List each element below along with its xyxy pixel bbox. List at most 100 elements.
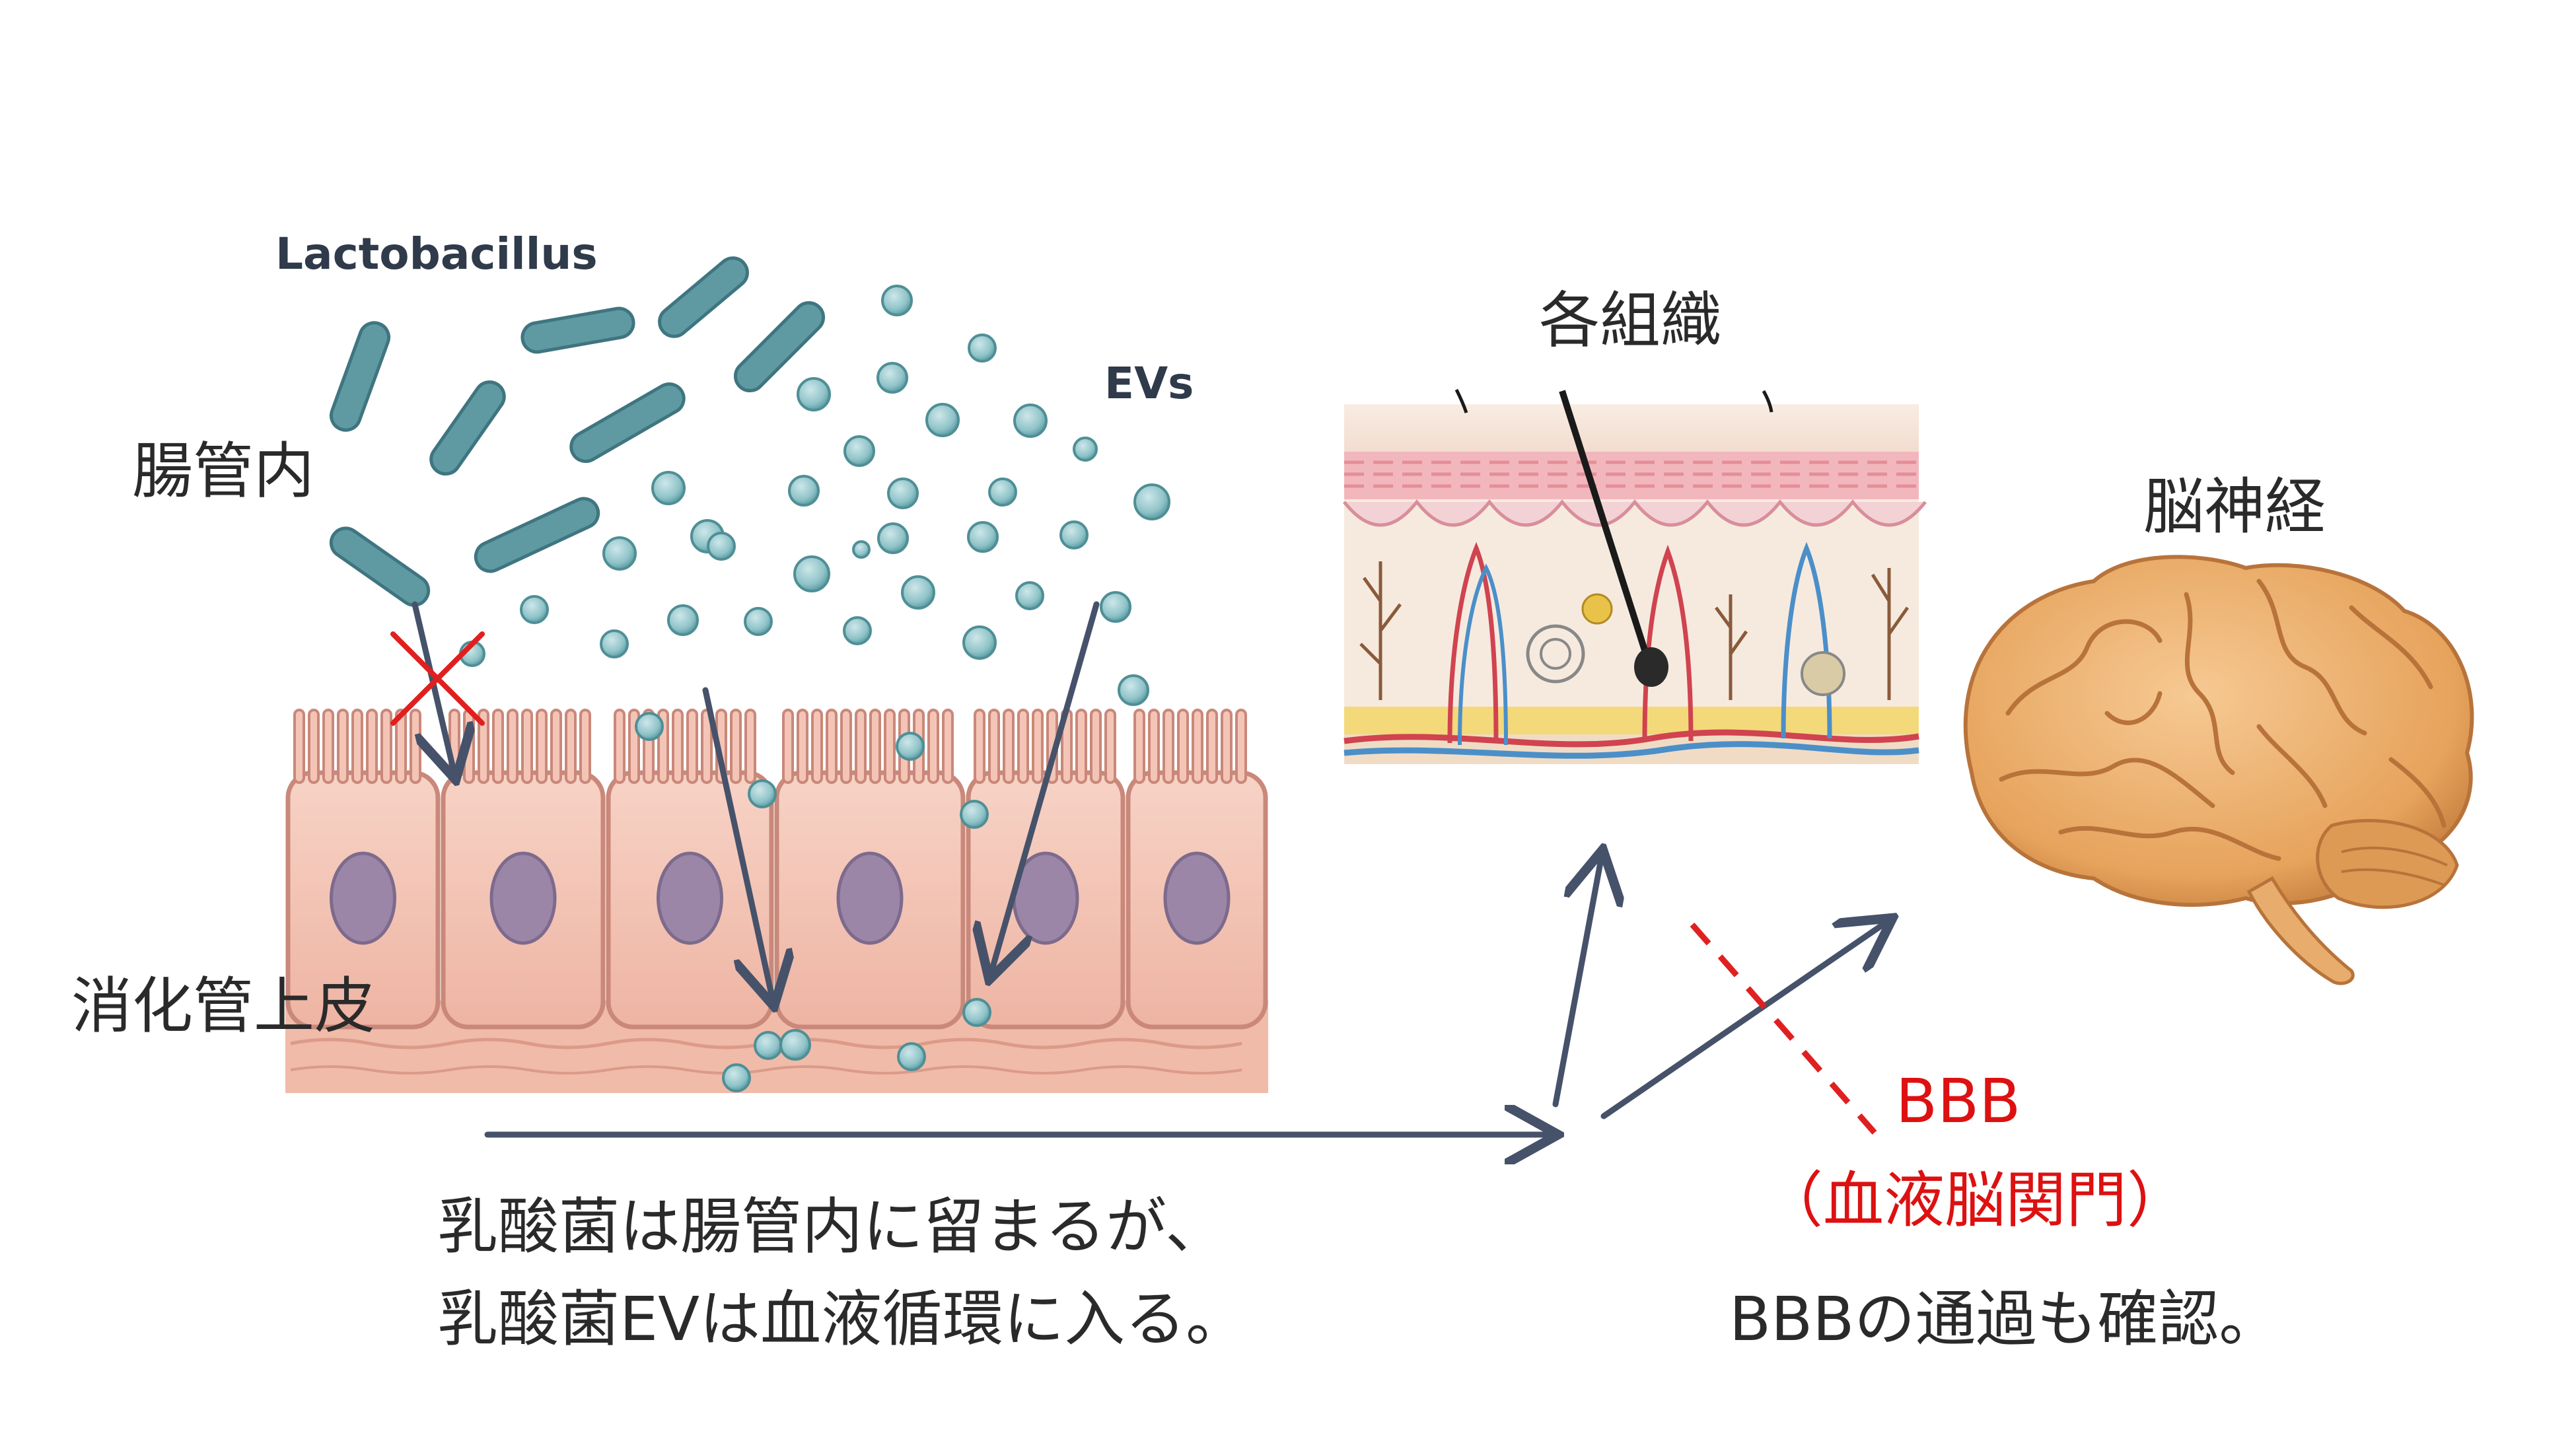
ev-particle [843, 616, 872, 645]
microvillus [492, 709, 504, 784]
brain-gyrus-6 [2058, 826, 2281, 861]
bbb-barrier-line [1690, 923, 1877, 1135]
ev-particle [962, 625, 997, 660]
caption-left-line2: 乳酸菌EVは血液循環に入る。 [437, 1284, 1247, 1355]
microvillus [1163, 709, 1174, 784]
microvillus [410, 709, 421, 784]
hair-bulb [1634, 647, 1668, 687]
vessel-loop-2 [1458, 563, 1508, 746]
sebaceous-gland [1581, 593, 1613, 625]
brain-gyrus-7 [2104, 691, 2163, 725]
microvillus [1148, 709, 1160, 784]
cerebellum-fold-1 [2341, 846, 2448, 866]
ev-particle [877, 362, 908, 394]
ev-particle [852, 540, 871, 559]
lactobacillus-rod [329, 321, 391, 432]
lactobacillus-rod [733, 300, 826, 393]
ev-particle [988, 477, 1017, 507]
ev-particle [667, 604, 699, 636]
ev-particle [967, 521, 999, 553]
microvillus [974, 709, 985, 784]
ev-particle [635, 712, 664, 741]
brain-stem [2246, 876, 2355, 985]
ev-particle [707, 532, 736, 561]
ev-particle [925, 403, 960, 437]
ev-particle [748, 779, 777, 808]
ev-particle [1013, 404, 1048, 438]
ev-particle [744, 607, 773, 636]
arrow-ev-through-cell [702, 687, 773, 1001]
arrows [411, 601, 1888, 1135]
skin-fat-layer [1344, 707, 1919, 734]
brain-gyrus-3 [2256, 579, 2367, 736]
ev-particle [1118, 674, 1149, 706]
ev-particle [602, 536, 637, 571]
microvillus [855, 709, 867, 784]
microvillus [1032, 709, 1044, 784]
microvillus [782, 709, 794, 784]
ev-particles-group [459, 285, 1170, 1092]
microvillus [1221, 709, 1233, 784]
microvillus [565, 709, 577, 784]
microvillus [1104, 709, 1116, 784]
ev-particle [520, 595, 549, 624]
brain-illustration [1963, 555, 2474, 985]
microvillus [536, 709, 548, 784]
microvillus [811, 709, 823, 784]
cell-nucleus [836, 851, 904, 945]
sweat-gland-1-inner [1540, 638, 1571, 670]
ev-particle [897, 1042, 926, 1071]
brain-cerebellum [2316, 819, 2459, 909]
brain-cortex [1963, 555, 2474, 907]
cross-mark-icon [390, 631, 485, 726]
lactobacillus-rod [474, 497, 600, 573]
microvillus [322, 709, 334, 784]
arrow-ev-right [991, 601, 1100, 974]
brain-gyrus-2 [2184, 592, 2235, 775]
skin-epidermis [1344, 404, 1919, 452]
vessel-loop-1 [1447, 542, 1499, 744]
microvillus [744, 709, 756, 784]
ev-particle [887, 477, 919, 509]
caption-left-line1: 乳酸菌は腸管内に留まるが、 [437, 1191, 1227, 1262]
microvillus [1003, 709, 1015, 784]
nerve-branch-1 [1359, 561, 1402, 700]
label-bbb: BBB [1896, 1066, 2021, 1137]
microvillus [507, 709, 519, 784]
blood-vessel-red [1343, 729, 1919, 748]
ev-particle [793, 555, 830, 592]
ev-particle [960, 800, 989, 829]
microvillus [672, 709, 684, 784]
microvillus [614, 709, 626, 784]
hair-top-2 [1762, 390, 1773, 413]
microvillus [351, 709, 363, 784]
cerebellum-fold-2 [2341, 868, 2445, 886]
label-evs: EVs [1104, 358, 1194, 409]
ev-particle [881, 285, 913, 316]
lactobacillus-rod [329, 526, 431, 607]
hair-shaft [1559, 390, 1651, 662]
lactobacillus-group [329, 256, 826, 607]
microvillus [1235, 709, 1247, 784]
ev-particle [1073, 437, 1098, 462]
microvillus [797, 709, 808, 784]
microvillus [869, 709, 881, 784]
microvillus [730, 709, 742, 784]
ev-particle [968, 334, 997, 363]
brain-gyrus-8 [2256, 724, 2328, 808]
microvillus [1017, 709, 1029, 784]
sweat-gland-1 [1526, 624, 1585, 684]
ev-particle [754, 1031, 783, 1060]
microvillus [579, 709, 591, 784]
ev-particle [797, 377, 831, 411]
microvillus [884, 709, 896, 784]
lactobacillus-rod [520, 306, 635, 354]
microvillus [293, 709, 305, 784]
cell-nucleus [489, 851, 557, 945]
microvillus [380, 709, 392, 784]
microvillus [521, 709, 533, 784]
microvillus [686, 709, 698, 784]
microvillus [927, 709, 939, 784]
